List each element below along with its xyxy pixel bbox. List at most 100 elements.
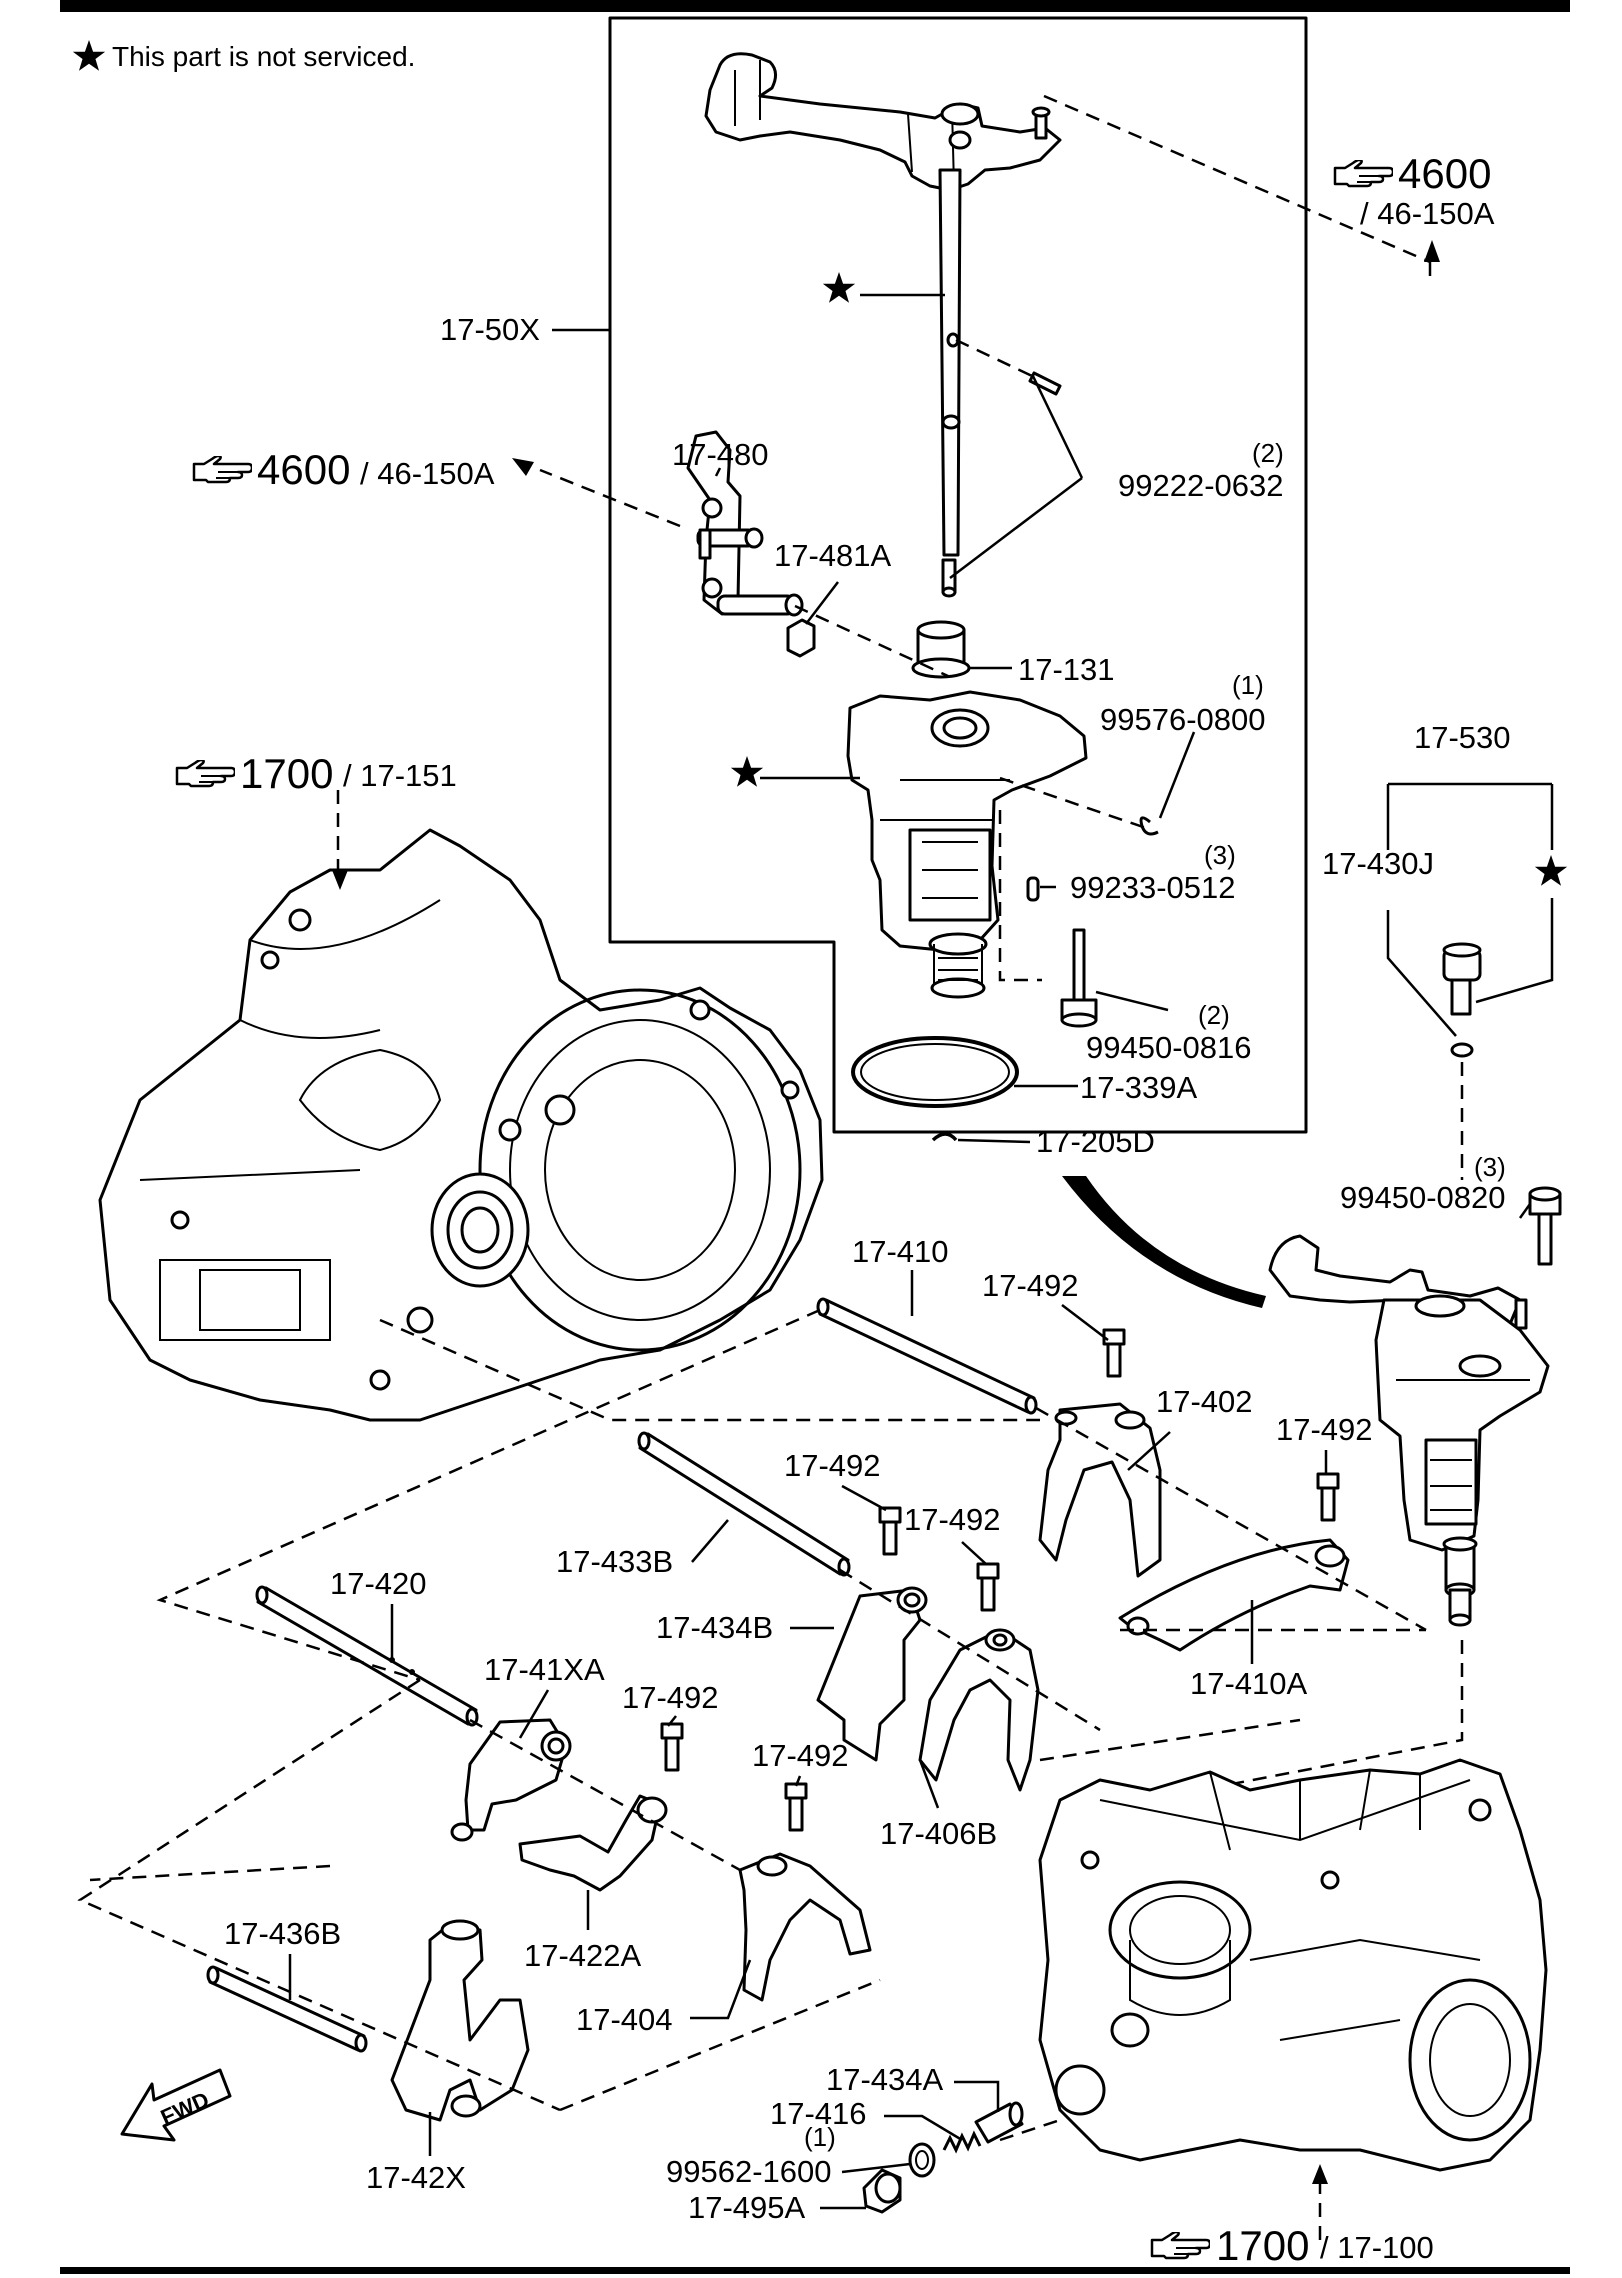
dash-line [1043,94,1431,264]
fork-17-42x [390,1919,530,2122]
pointing-hand-icon [192,456,252,484]
dash-line [77,1678,561,2112]
leader-17-416 [884,2114,963,2142]
bolt-99450-0816 [1060,928,1098,1028]
label-17-406b: 17-406B [880,1816,997,1851]
block-17-41xa [450,1718,572,1842]
bolt-17-492 [878,1506,902,1556]
bolt-17-492 [660,1722,684,1772]
leader-17-430j [1386,910,1457,1037]
not-serviced-note: This part is not serviced. [72,40,415,72]
ref-arrow [1424,240,1440,262]
svg-text:1700: 1700 [240,750,333,797]
pointing-hand-icon [1150,2232,1210,2260]
label-17-492-a: 17-492 [982,1268,1079,1303]
fork-17-410a [1118,1538,1350,1652]
label-17-495a: 17-495A [688,2190,806,2225]
star-icon [822,272,856,303]
bolt-17-492 [784,1782,808,1832]
o-ring-17-339a [851,1036,1019,1108]
label-17-402: 17-402 [1156,1384,1253,1419]
label-17-131: 17-131 [1018,652,1115,687]
label-17-492-c: 17-492 [784,1448,881,1483]
transaxle-case-right [1038,1758,1548,2172]
label-99233-0512: 99233-0512 [1070,870,1236,905]
label-17-434a: 17-434A [826,2062,944,2097]
plug-17-430j [1442,942,1482,1058]
label-17-492-e: 17-492 [622,1680,719,1715]
label-99450-0820: 99450-0820 [1340,1180,1506,1215]
label-17-492-d: 17-492 [904,1502,1001,1537]
shift-lever-17-50x [704,52,1062,598]
leader-17-406b [918,1759,940,1809]
leader-99562 [841,2162,911,2174]
leader-99576 [1158,731,1196,819]
label-17-410a: 17-410A [1190,1666,1308,1701]
svg-text:4600: 4600 [1398,150,1491,197]
top-rule [60,0,1570,12]
qty-99450-0820: (3) [1474,1152,1506,1182]
leader-17-205d [957,1138,1031,1144]
block-17-481a [786,618,816,658]
spring-17-416 [942,2130,982,2154]
label-99222-0632: 99222-0632 [1118,468,1284,503]
ref-1700-left: 1700 / 17-151 [175,750,457,797]
leader-17-481a [805,581,839,625]
svg-text:/ 17-151: / 17-151 [343,758,457,793]
dash-line [839,1568,1101,1732]
svg-text:/ 46-150A: / 46-150A [1360,196,1495,231]
lever-17-422a [518,1794,668,1892]
pointing-hand-icon [1333,160,1393,188]
leader-17-402 [1127,1431,1171,1471]
rod-17-420 [255,1585,479,1727]
rod-17-410 [816,1297,1038,1415]
bolt-99450-0820 [1528,1186,1562,1266]
bolt-17-492 [976,1562,1000,1612]
leader-99450-0820 [1518,1203,1532,1219]
leader-17-41xa [518,1689,550,1739]
star-icon [72,40,106,71]
leader-17-492-f [794,1775,802,1787]
rod-17-433b [637,1431,851,1577]
shift-housing [846,690,1088,999]
svg-text:1700: 1700 [1216,2222,1309,2269]
leader-17-433b [691,1519,729,1563]
bracket-17-480 [686,430,804,617]
rod-17-436b [206,1965,368,2053]
bolt-17-492 [1102,1328,1126,1378]
label-17-416: 17-416 [770,2096,867,2131]
label-17-339a: 17-339A [1080,1070,1198,1105]
label-17-530: 17-530 [1414,720,1511,755]
label-17-41xa: 17-41XA [484,1652,605,1687]
dash-line [999,776,1147,830]
ref-arrow [512,458,534,476]
leader-star-right [1475,898,1554,1004]
shift-assembly-installed [1268,1234,1550,1627]
dash-line [156,1308,821,1682]
label-17-492-f: 17-492 [752,1738,849,1773]
dash-line [998,810,1042,982]
clip-17-205d [931,1132,958,1142]
label-17-481a: 17-481A [774,538,892,573]
dash-line [469,1718,741,1872]
label-99576-0800: 99576-0800 [1100,702,1266,737]
bottom-rule [60,2267,1570,2274]
label-17-433b: 17-433B [556,1544,673,1579]
washer-99562-1600 [908,2142,936,2178]
ref-4600-left: 4600 / 46-150A [192,446,495,493]
ref-arrow [1312,2164,1328,2184]
star-icon [1534,855,1568,886]
dash-line [999,2118,1061,2142]
fork-17-404 [738,1852,872,2002]
ref-1700-bottom: 1700 / 17-100 [1150,2222,1434,2269]
assembly-frame-17-50x [608,16,1308,1134]
label-17-42x: 17-42X [366,2160,466,2195]
fork-17-406b [918,1628,1040,1792]
leader-99450-0816 [1095,990,1169,1012]
dash-line [559,1978,881,2112]
svg-text:/ 17-100: / 17-100 [1320,2230,1434,2265]
label-17-436b: 17-436B [224,1916,341,1951]
leader-17-492-a [1061,1304,1109,1341]
dash-line [539,468,681,528]
